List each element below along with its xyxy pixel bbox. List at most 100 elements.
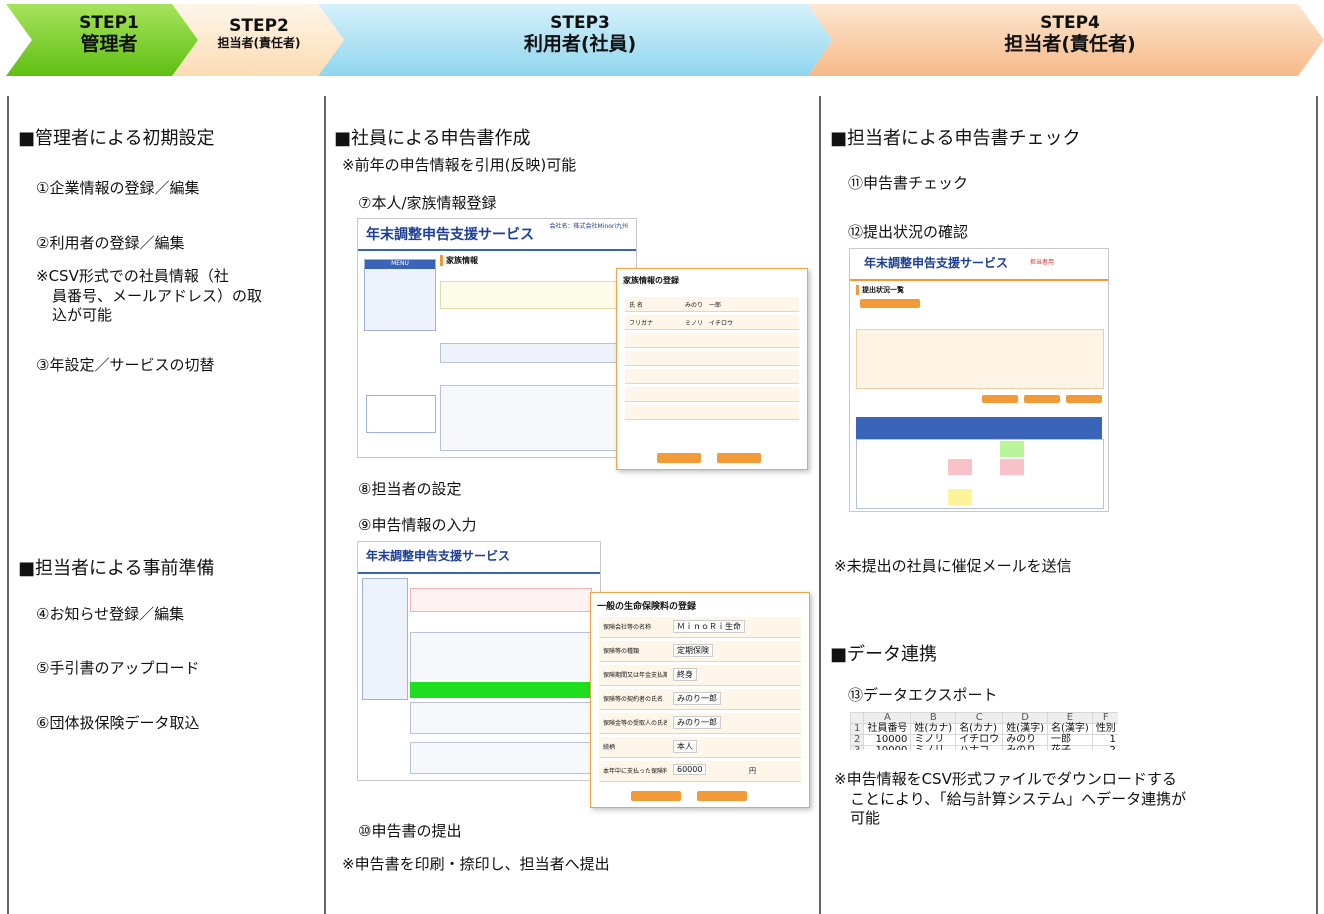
status-flag-pink-1 (948, 459, 972, 475)
step4-title: STEP4 (1040, 13, 1100, 33)
insurance-field-value[interactable]: 60000 (673, 764, 707, 775)
excel-column-letter: A (863, 712, 912, 724)
screenshot-declaration-input: 年末調整申告支援サービス (357, 541, 601, 781)
insurance-form-row: 保険期間又は年金支払期間終身 (599, 665, 801, 686)
item-declaration-input: ⑨申告情報の入力 (358, 516, 477, 534)
excel-row-number: 3 (850, 745, 865, 750)
section-data-link: ■データ連携 (830, 644, 938, 665)
excel-row-number: 1 (850, 723, 865, 735)
csv-output-button[interactable] (982, 395, 1018, 403)
section-manager-prep: ■担当者による事前準備 (18, 558, 215, 579)
page-heading: 家族情報 (440, 255, 478, 266)
status-flag-green (1000, 441, 1024, 457)
note-prev-year: ※前年の申告情報を引用(反映)可能 (342, 156, 577, 174)
section-title: 提出状況一覧 (856, 285, 904, 295)
excel-cell: 社員番号 (863, 723, 912, 735)
item-company-info: ①企業情報の登録／編集 (36, 179, 200, 197)
step4-label: STEP4 担当者(責任者) (960, 13, 1180, 55)
step3-label: STEP3 利用者(社員) (480, 13, 680, 55)
step-arrows (6, 4, 1324, 76)
status-table-body (856, 439, 1104, 509)
excel-column-letter: C (955, 712, 1004, 724)
item-notice-register: ④お知らせ登録／編集 (36, 605, 185, 623)
insurance-field-value[interactable]: 本人 (673, 740, 697, 753)
item-submission-status: ⑫提出状況の確認 (848, 223, 969, 241)
item-family-register: ⑦本人/家族情報登録 (358, 194, 497, 212)
step3-subtitle: 利用者(社員) (523, 33, 637, 56)
note-csv-dl-line3: 可能 (850, 809, 881, 827)
insurance-form-row: 保険金等の受取人の氏名みのり一郎 (599, 713, 801, 734)
excel-row: 210000ミノリイチロウみのり一郎1901963 (850, 734, 1118, 746)
step3-title: STEP3 (550, 13, 610, 33)
excel-cell: 1 (1091, 734, 1118, 746)
insurance-field-value[interactable]: 終身 (673, 668, 697, 681)
excel-table: ABCDEFGH1社員番号姓(カナ)名(カナ)姓(漢字)名(漢字)性別続柄生年2… (850, 712, 1118, 750)
note-print-submit: ※申告書を印刷・捺印し、担当者へ提出 (342, 855, 610, 873)
excel-cell: 一郎 (1047, 734, 1093, 746)
highlight-row (410, 682, 590, 698)
excel-cell: 姓(カナ) (910, 723, 957, 735)
excel-row: 310000ミノリハナコみのり花子221968 (850, 745, 1118, 750)
app-header: 年末調整申告支援サービス 担当者用 (850, 249, 1108, 281)
insurance-field-value[interactable]: ＭｉｎｏＲｉ生命 (673, 620, 745, 633)
popup-name-value: みのり 一郎 (685, 302, 722, 309)
back-button[interactable] (860, 299, 920, 308)
section-manager-check: ■担当者による申告書チェック (830, 128, 1081, 149)
excel-cell: みのり (1002, 734, 1048, 746)
popup-cancel-button[interactable] (717, 453, 761, 463)
popup-cancel-button[interactable] (697, 791, 747, 801)
status-table-header (856, 417, 1102, 439)
note-reminder-mail: ※未提出の社員に催促メールを送信 (834, 557, 1072, 575)
item-insurance-import: ⑥団体扱保険データ取込 (36, 714, 200, 732)
excel-cell: 10000 (863, 745, 912, 750)
step3-arrow (318, 4, 832, 76)
family-table-1 (440, 343, 630, 363)
status-box (366, 395, 436, 433)
popup-register-button[interactable] (657, 453, 701, 463)
excel-column-letter: B (910, 712, 957, 724)
excel-column-header: ABCDEFGH (850, 712, 1118, 724)
manager-tag: 担当者用 (1030, 259, 1055, 266)
excel-cell: 花子 (1047, 745, 1093, 750)
popup-title: 家族情報の登録 (623, 276, 679, 285)
insurance-field-value[interactable]: みのり一郎 (673, 692, 721, 705)
step1-arrow (6, 4, 198, 76)
excel-cell: ハナコ (955, 745, 1004, 750)
excel-cell: ミノリ (910, 734, 957, 746)
item-manual-upload: ⑤手引書のアップロード (36, 659, 200, 677)
popup-family-register: 家族情報の登録 氏 名 みのり 一郎 フリガナ ミノリ イチロウ (616, 268, 808, 470)
screenshot-family-info: 年末調整申告支援サービス 会社名：株式会社Minori九州 MENU 家族情報 (357, 218, 637, 458)
item-declaration-check: ⑪申告書チェック (848, 174, 969, 192)
insurance-field-label: 本年中に支払った保険料等の金額 (603, 768, 667, 775)
insurance-form-row: 保険等の種類 定期保険 (599, 641, 801, 662)
divider-left (7, 96, 9, 914)
step2-title: STEP2 (229, 16, 289, 36)
popup-register-button[interactable] (631, 791, 681, 801)
note-csv-download: ※申告情報をCSV形式ファイルでダウンロードする ことにより、「給与計算システム… (834, 770, 1304, 829)
note-csv-import: ※CSV形式での社員情報（社 員番号、メールアドレス）の取 込が可能 (36, 267, 316, 326)
popup-row-4 (625, 351, 799, 366)
insurance-field-value[interactable]: みのり一郎 (673, 716, 721, 729)
insurance-field-label: 続柄 (603, 744, 616, 751)
excel-export-preview: ABCDEFGH1社員番号姓(カナ)名(カナ)姓(漢字)名(漢字)性別続柄生年2… (850, 712, 1118, 750)
currency-unit: 円 (749, 767, 756, 775)
search-form (856, 329, 1104, 389)
excel-column-letter (850, 712, 865, 724)
search-button[interactable] (1024, 395, 1060, 403)
app-title: 年末調整申告支援サービス (366, 227, 534, 243)
entry-table-3 (410, 742, 592, 774)
insurance-field-value[interactable]: 定期保険 (673, 644, 713, 657)
excel-cell: 名(漢字) (1047, 723, 1093, 735)
item-submit-declaration: ⑩申告書の提出 (358, 822, 462, 840)
family-table-2 (440, 385, 630, 451)
popup-kana-label: フリガナ (629, 320, 654, 327)
clear-button[interactable] (1066, 395, 1102, 403)
insurance-field-label: 保険等の種類 (603, 648, 640, 655)
status-flag-pink-2 (1000, 459, 1024, 475)
item-user-register: ②利用者の登録／編集 (36, 234, 185, 252)
entry-table-2 (410, 702, 592, 734)
insurance-field-label: 保険期間又は年金支払期間 (603, 672, 667, 679)
